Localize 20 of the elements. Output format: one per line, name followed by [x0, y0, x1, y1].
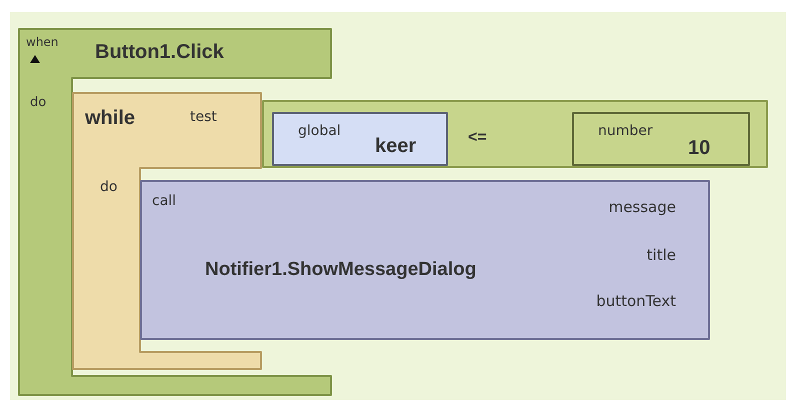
- parameter-label: buttonText: [596, 294, 676, 309]
- keyword-label: number: [598, 124, 653, 138]
- keyword-label: call: [152, 194, 176, 208]
- number-block: [572, 112, 750, 166]
- comparison-block: [262, 100, 768, 168]
- variable-block: [272, 112, 448, 166]
- procedure-call-block: [140, 180, 710, 340]
- keyword-label: do: [30, 96, 46, 109]
- event-name: Button1.Click: [95, 42, 224, 62]
- number-value: 10: [688, 138, 710, 158]
- variable-name: keer: [375, 136, 416, 156]
- socket-label: test: [190, 110, 217, 124]
- keyword-label: while: [85, 108, 136, 128]
- keyword-label: when: [26, 36, 58, 48]
- keyword-label: global: [298, 124, 341, 138]
- keyword-label: do: [100, 180, 118, 194]
- parameter-label: message: [608, 200, 676, 215]
- operator-label: <=: [468, 130, 487, 146]
- parameter-label: title: [646, 248, 676, 263]
- procedure-name: Notifier1.ShowMessageDialog: [205, 260, 476, 279]
